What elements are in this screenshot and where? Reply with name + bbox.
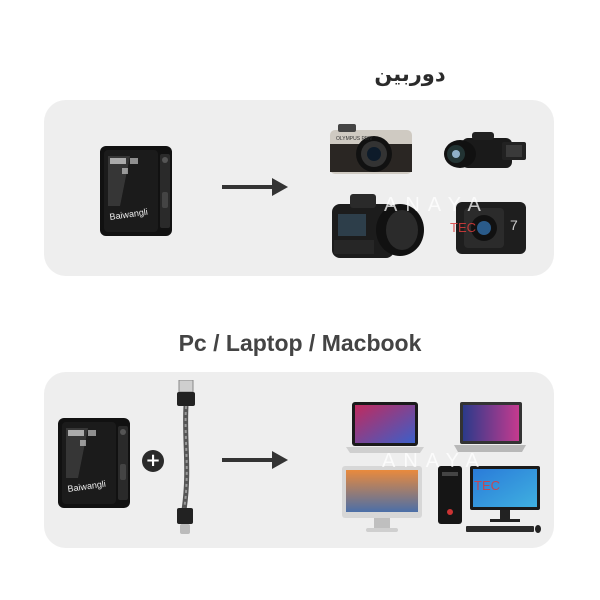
arrow-right-head-icon: [272, 178, 288, 196]
camcorder-icon: [444, 132, 526, 168]
laptop-windows-icon: [454, 402, 526, 452]
dslr-camera-icon: [332, 194, 424, 258]
watermark-text: ANAYA: [382, 450, 487, 472]
watermark-text: ANAYA: [384, 194, 489, 216]
usb-cable-icon: [177, 380, 195, 534]
receiver-device: Baiwangli: [58, 418, 130, 508]
camera-brand-label: OLYMPUS PEN: [336, 136, 372, 142]
watermark-sub: TEC: [474, 478, 500, 493]
pc-heading: Pc / Laptop / Macbook: [178, 330, 422, 356]
receiver-device: Baiwangli: [100, 146, 172, 236]
pc-tower-icon: [438, 466, 462, 524]
arrow-right-icon: [222, 185, 274, 189]
mirrorless-camera-icon: OLYMPUS PEN: [330, 124, 412, 174]
arrow-right-head-icon: [272, 451, 288, 469]
action-camera-icon: 7: [456, 202, 526, 254]
camera-heading: دوربین: [374, 62, 446, 86]
monitor-keyboard-icon: [466, 466, 541, 533]
action-cam-number: 7: [510, 217, 518, 233]
arrow-right-icon: [222, 458, 274, 462]
plus-icon: +: [142, 450, 164, 472]
camera-panel: Baiwangli OLYMPUS PEN 7: [44, 100, 554, 276]
watermark-sub: TEC: [450, 220, 476, 235]
desktop-imac-icon: [342, 466, 422, 532]
laptop-macbook-icon: [346, 402, 424, 453]
computer-panel: Baiwangli +: [44, 372, 554, 548]
